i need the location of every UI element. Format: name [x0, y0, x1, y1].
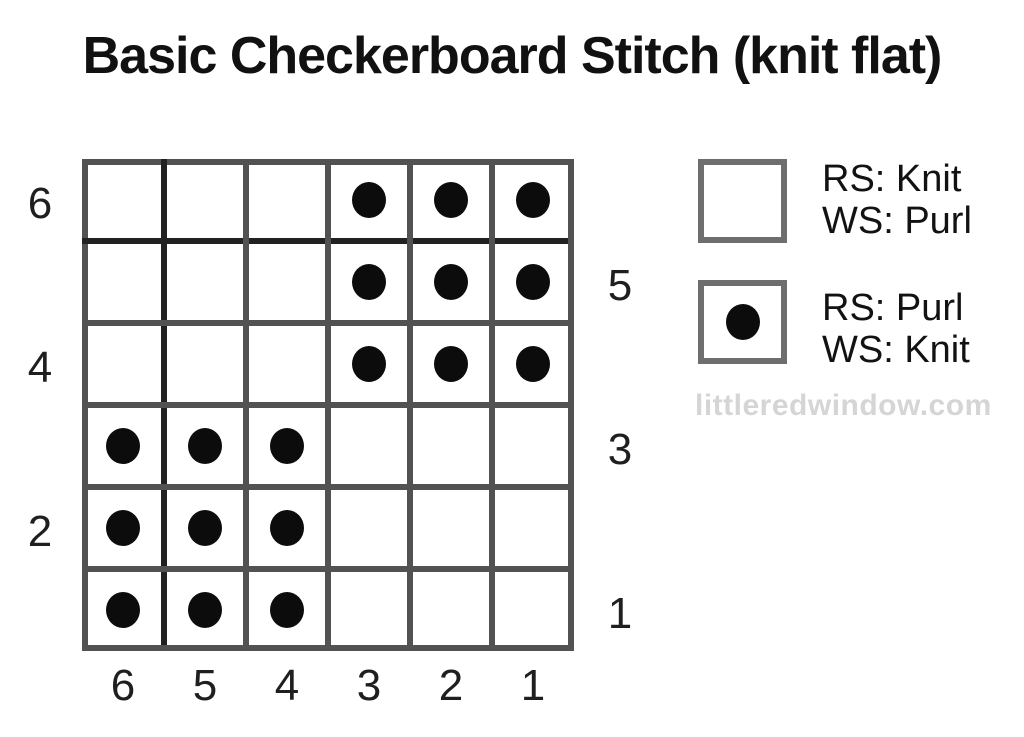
purl-dot-icon [270, 510, 304, 546]
dot-square-icon [698, 280, 787, 364]
grid-cell-row2-st6 [82, 487, 164, 569]
purl-dot-icon [106, 510, 140, 546]
grid-cell-row1-st6 [82, 569, 164, 651]
grid-cell-row3-st5 [164, 405, 246, 487]
grid-cell-row1-st3 [328, 569, 410, 651]
grid-cell-row2-st4 [246, 487, 328, 569]
grid-cell-row2-st3 [328, 487, 410, 569]
stitch-grid [82, 159, 574, 651]
legend-label-purl: RS: Purl WS: Knit [822, 287, 970, 371]
purl-dot-icon [188, 592, 222, 628]
grid-cell-row5-st5 [164, 241, 246, 323]
purl-dot-icon [516, 346, 550, 382]
legend-line: WS: Knit [822, 329, 970, 371]
grid-cell-row1-st5 [164, 569, 246, 651]
purl-dot-icon [352, 182, 386, 218]
legend-line: RS: Purl [822, 287, 964, 329]
grid-cell-row4-st5 [164, 323, 246, 405]
grid-cell-row4-st4 [246, 323, 328, 405]
purl-dot-icon [352, 264, 386, 300]
grid-cell-row1-st1 [492, 569, 574, 651]
grid-cell-row4-st2 [410, 323, 492, 405]
stitch-number-1: 1 [520, 661, 546, 710]
legend-dot [725, 304, 760, 340]
row-number-5: 5 [607, 261, 633, 310]
row-number-2: 2 [27, 507, 53, 556]
grid-cell-row1-st2 [410, 569, 492, 651]
purl-dot-icon [188, 510, 222, 546]
grid-cell-row6-st2 [410, 159, 492, 241]
grid-cell-row3-st2 [410, 405, 492, 487]
grid-cell-row6-st3 [328, 159, 410, 241]
row-number-6: 6 [27, 179, 53, 228]
grid-cell-row2-st1 [492, 487, 574, 569]
stitch-number-6: 6 [110, 661, 136, 710]
grid-cell-row5-st4 [246, 241, 328, 323]
stitch-number-5: 5 [192, 661, 218, 710]
grid-cell-row4-st6 [82, 323, 164, 405]
stitch-number-4: 4 [274, 661, 300, 710]
purl-dot-icon [434, 346, 468, 382]
row-number-3: 3 [607, 425, 633, 474]
stitch-number-2: 2 [438, 661, 464, 710]
grid-cell-row5-st1 [492, 241, 574, 323]
purl-dot-icon [188, 428, 222, 464]
grid-cell-row2-st2 [410, 487, 492, 569]
grid-cell-row5-st3 [328, 241, 410, 323]
stitch-number-3: 3 [356, 661, 382, 710]
grid-cell-row3-st1 [492, 405, 574, 487]
watermark: littleredwindow.com [695, 389, 992, 422]
grid-cell-row5-st2 [410, 241, 492, 323]
grid-cell-row4-st3 [328, 323, 410, 405]
legend-line: RS: Knit [822, 158, 962, 200]
page-title: Basic Checkerboard Stitch (knit flat) [82, 27, 943, 85]
purl-dot-icon [270, 428, 304, 464]
purl-dot-icon [106, 428, 140, 464]
purl-dot-icon [106, 592, 140, 628]
grid-cell-row3-st3 [328, 405, 410, 487]
grid-cell-row2-st5 [164, 487, 246, 569]
grid-cell-row6-st4 [246, 159, 328, 241]
purl-dot-icon [516, 182, 550, 218]
grid-cell-row1-st4 [246, 569, 328, 651]
purl-dot-icon [270, 592, 304, 628]
legend-label-knit: RS: Knit WS: Purl [822, 158, 972, 242]
grid-cell-row5-st6 [82, 241, 164, 323]
grid-cell-row6-st5 [164, 159, 246, 241]
purl-dot-icon [434, 182, 468, 218]
empty-square-icon [698, 159, 787, 243]
purl-dot-icon [352, 346, 386, 382]
legend-line: WS: Purl [822, 200, 972, 242]
grid-cell-row4-st1 [492, 323, 574, 405]
grid-cell-row6-st6 [82, 159, 164, 241]
purl-dot-icon [516, 264, 550, 300]
row-number-1: 1 [607, 589, 633, 638]
grid-cell-row3-st6 [82, 405, 164, 487]
row-number-4: 4 [27, 343, 53, 392]
purl-dot-icon [434, 264, 468, 300]
grid-cell-row6-st1 [492, 159, 574, 241]
grid-cell-row3-st4 [246, 405, 328, 487]
